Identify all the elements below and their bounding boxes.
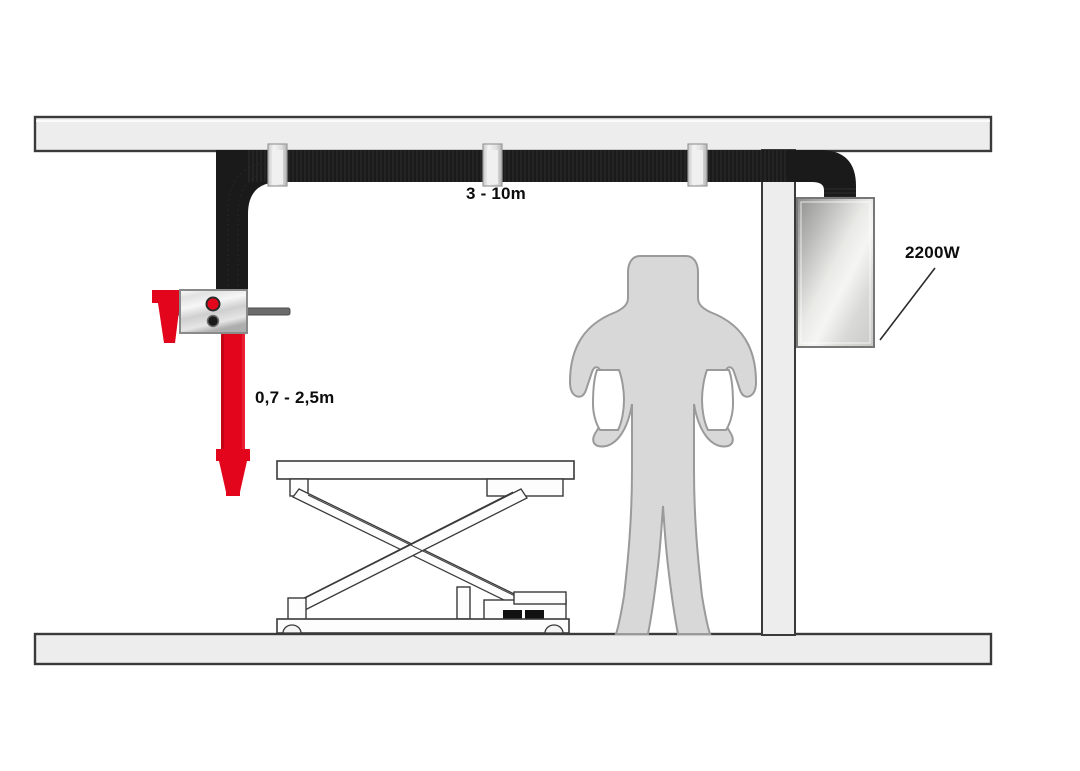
ceiling-beam (33, 115, 993, 153)
hose-hanger-3 (687, 143, 708, 187)
trolley-control-box[interactable] (152, 289, 291, 343)
control-button-black[interactable] (206, 314, 220, 328)
hose-hanger-2 (482, 143, 503, 187)
lift-platform (276, 460, 575, 480)
hose-drop-label: 0,7 - 2,5m (255, 388, 335, 407)
exhaust-nozzle (216, 449, 250, 496)
person-silhouette (568, 255, 758, 635)
hose-hanger-1 (267, 143, 288, 187)
control-button-red[interactable] (205, 296, 221, 312)
rail-length-label: 3 - 10m (466, 184, 526, 203)
lift-pad-right (525, 610, 544, 619)
fan-power-leader-line (879, 267, 936, 341)
red-drop-hose (216, 330, 250, 496)
lift-castor-right (544, 624, 564, 634)
lift-pad-left (503, 610, 522, 619)
lift-base-frame (276, 618, 570, 634)
trolley-handle[interactable] (152, 290, 186, 343)
fan-unit[interactable] (796, 197, 875, 348)
wall-column (761, 149, 796, 636)
extraction-rail-hose (216, 150, 856, 300)
fan-power-label: 2200W (905, 243, 961, 262)
floor-beam (33, 632, 993, 666)
scissor-lift (276, 460, 575, 634)
lift-castor-left (282, 624, 302, 634)
